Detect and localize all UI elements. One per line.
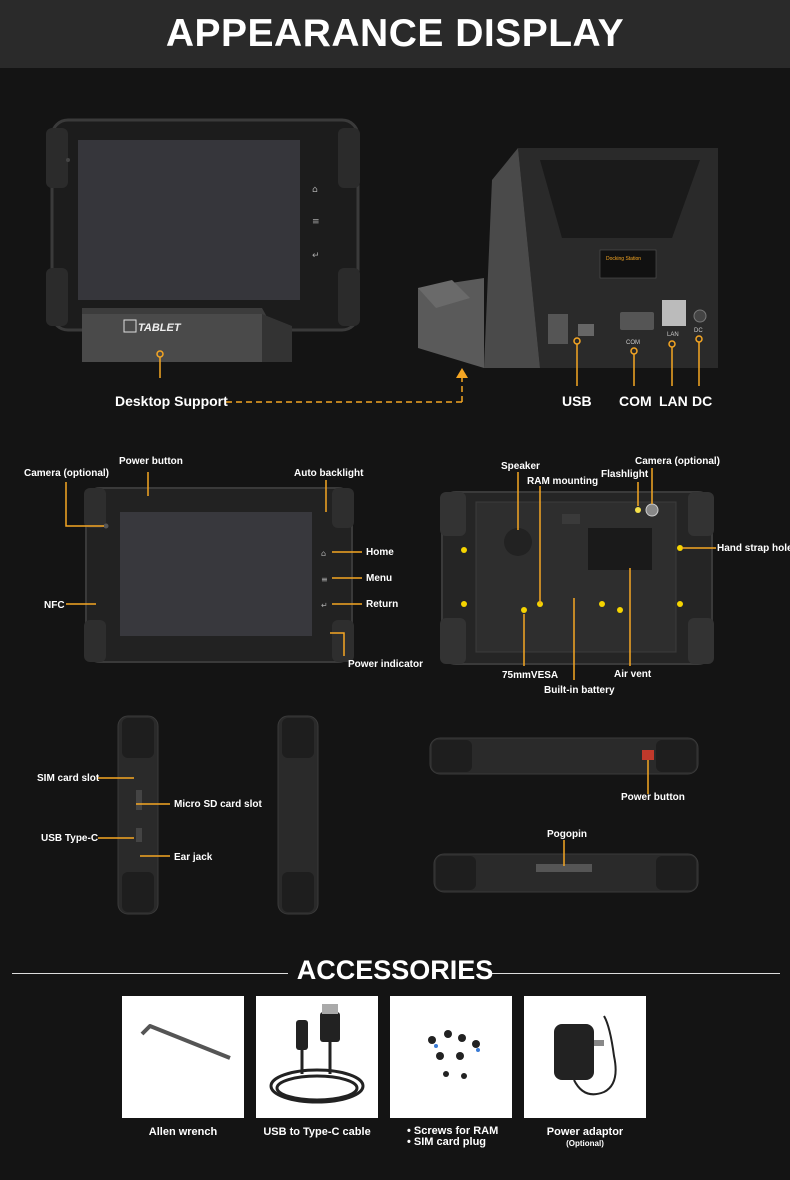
svg-text:≡: ≡ (312, 217, 320, 227)
tablet-back-image (440, 491, 714, 665)
page-title: APPEARANCE DISPLAY (165, 12, 625, 55)
page-header: APPEARANCE DISPLAY (0, 0, 790, 68)
back-view-illustration (440, 468, 716, 680)
usb-cable-card (256, 996, 378, 1118)
front-view-illustration: ⌂ ≡ ↵ (65, 472, 362, 663)
svg-text:↵: ↵ (312, 251, 320, 261)
dc-port-label: DC (692, 393, 713, 409)
pogopin-label: Pogopin (547, 829, 587, 840)
accessories-title: ACCESSORIES (296, 955, 494, 985)
screws-image (428, 1030, 480, 1079)
ear-jack-label: Ear jack (174, 852, 213, 863)
return-label: Return (366, 599, 399, 610)
accessories-divider-right (490, 973, 780, 974)
usb-cable-image (269, 1004, 365, 1104)
battery-label: Built-in battery (544, 685, 615, 696)
top-power-button-label: Power button (621, 792, 685, 803)
tablet-bottom-edge-image (433, 853, 699, 893)
allen-wrench-caption: Allen wrench (148, 1126, 218, 1138)
air-vent-label: Air vent (614, 669, 652, 680)
power-adaptor-caption: Power adaptor (Optional) (518, 1126, 652, 1148)
speaker-label: Speaker (501, 461, 540, 472)
screws-card (390, 996, 512, 1118)
accessories-heading: ACCESSORIES (0, 955, 790, 986)
svg-text:Docking Station: Docking Station (606, 256, 641, 262)
svg-text:COM: COM (626, 340, 640, 346)
power-indicator-label: Power indicator (348, 659, 424, 670)
ram-mounting-label: RAM mounting (527, 476, 599, 487)
screws-caption-1: • Screws for RAM (407, 1125, 499, 1137)
tablet-brand-text: TABLET (138, 322, 182, 334)
sim-slot-label: SIM card slot (37, 773, 100, 784)
home-label: Home (366, 547, 394, 558)
back-camera-label: Camera (optional) (635, 456, 721, 467)
com-port-label: COM (619, 393, 652, 409)
allen-wrench-card (122, 996, 244, 1118)
front-power-button-label: Power button (119, 456, 183, 467)
usb-cable-caption: USB to Type-C cable (263, 1126, 371, 1138)
allen-wrench-image (140, 1024, 231, 1060)
usb-typec-label: USB Type-C (41, 833, 99, 844)
svg-text:⌂: ⌂ (321, 549, 326, 558)
front-camera-label: Camera (optional) (24, 468, 110, 479)
vesa-label: 75mmVESA (502, 670, 559, 681)
svg-text:⌂: ⌂ (312, 185, 318, 195)
side-views-illustration (98, 715, 699, 915)
desktop-support-label: Desktop Support (115, 393, 228, 409)
flashlight-label: Flashlight (601, 469, 649, 480)
nfc-label: NFC (44, 600, 65, 611)
power-adaptor-note: (Optional) (566, 1139, 604, 1148)
svg-text:≡: ≡ (321, 575, 328, 584)
accessories-divider-left (12, 973, 288, 974)
docking-station-image: Docking Station COM LAN DC (418, 148, 718, 368)
auto-backlight-label: Auto backlight (294, 468, 364, 479)
menu-label: Menu (366, 573, 393, 584)
svg-text:LAN: LAN (667, 332, 679, 338)
screws-caption-2: • SIM card plug (407, 1136, 487, 1148)
hand-strap-hole-label: Hand strap hole (717, 543, 790, 554)
tablet-front-docked-image: ⌂ ≡ ↵ (46, 118, 360, 332)
micro-sd-label: Micro SD card slot (174, 799, 262, 810)
usb-port-label: USB (562, 393, 592, 409)
svg-text:DC: DC (694, 328, 703, 334)
top-illustrations: ⌂ ≡ ↵ TABLET Docking Station COM LAN DC (46, 118, 718, 403)
power-adaptor-card (524, 996, 646, 1118)
svg-text:↵: ↵ (321, 601, 328, 610)
power-adaptor-image (554, 1015, 617, 1096)
desktop-support-image: TABLET (82, 308, 292, 362)
tablet-left-side-image (117, 715, 159, 915)
lan-port-label: LAN (659, 393, 688, 409)
tablet-top-edge-image (429, 737, 699, 775)
tablet-right-side-image (277, 715, 319, 915)
tablet-front-image: ⌂ ≡ ↵ (84, 487, 354, 663)
